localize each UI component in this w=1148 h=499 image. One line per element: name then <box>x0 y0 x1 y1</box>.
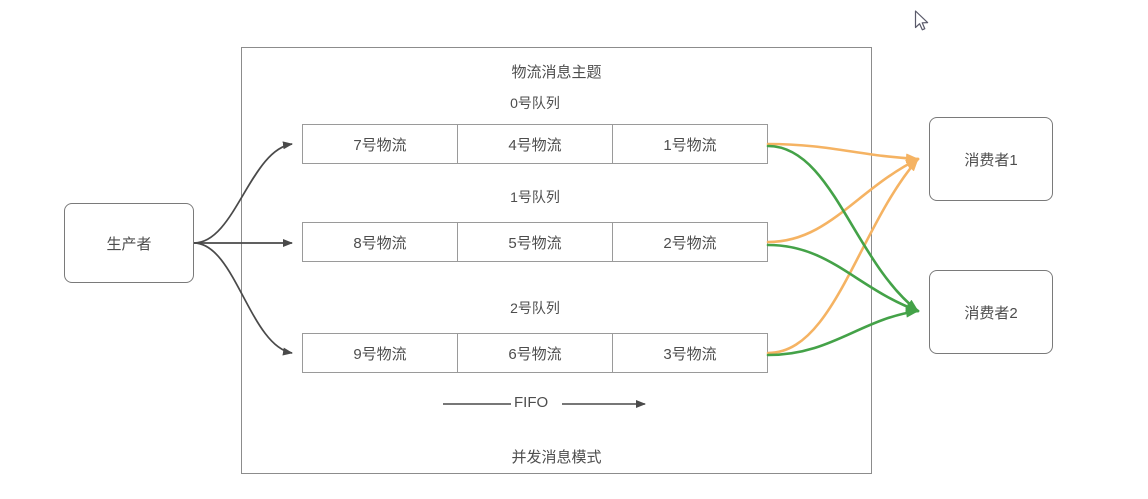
queue-cell[interactable]: 2号物流 <box>663 234 717 252</box>
queue-row-1: 8号物流 5号物流 2号物流 <box>302 222 768 262</box>
queue-0-to-consumer2-flow <box>766 144 920 313</box>
producer-node[interactable]: 生产者 <box>64 203 194 283</box>
queue-caption-2: 2号队列 <box>510 300 560 316</box>
queue-2-to-consumer1-flow <box>766 157 920 355</box>
model-caption: 并发消息模式 <box>511 449 602 466</box>
producer-to-queue-2-arrow <box>193 242 293 356</box>
queue-caption-1: 1号队列 <box>510 189 560 205</box>
queue-caption-0: 0号队列 <box>510 95 560 111</box>
queue-row-0: 7号物流 4号物流 1号物流 <box>302 124 768 164</box>
queue-0-to-consumer1-flow <box>766 142 920 164</box>
consumer-1-node[interactable]: 消费者1 <box>929 117 1053 201</box>
queue-cell[interactable]: 7号物流 <box>303 125 458 163</box>
queue-cell[interactable]: 9号物流 <box>303 334 458 372</box>
queue-1-to-consumer2-flow <box>766 243 920 313</box>
queue-cell[interactable]: 1号物流 <box>663 136 717 154</box>
queue-cell[interactable]: 6号物流 <box>458 334 613 372</box>
queue-cell[interactable]: 8号物流 <box>303 223 458 261</box>
queue-1-to-consumer1-flow <box>766 157 920 244</box>
consumer-2-node[interactable]: 消费者2 <box>929 270 1053 354</box>
fifo-label: FIFO <box>511 394 552 411</box>
producer-to-queue-0-arrow <box>193 141 293 244</box>
queue-cell[interactable]: 3号物流 <box>663 345 717 363</box>
queue-row-2: 9号物流 6号物流 3号物流 <box>302 333 768 373</box>
queue-cell[interactable]: 5号物流 <box>458 223 613 261</box>
topic-title: 物流消息主题 <box>511 64 602 81</box>
queue-cell[interactable]: 4号物流 <box>458 125 613 163</box>
queue-2-to-consumer2-flow <box>766 307 920 357</box>
